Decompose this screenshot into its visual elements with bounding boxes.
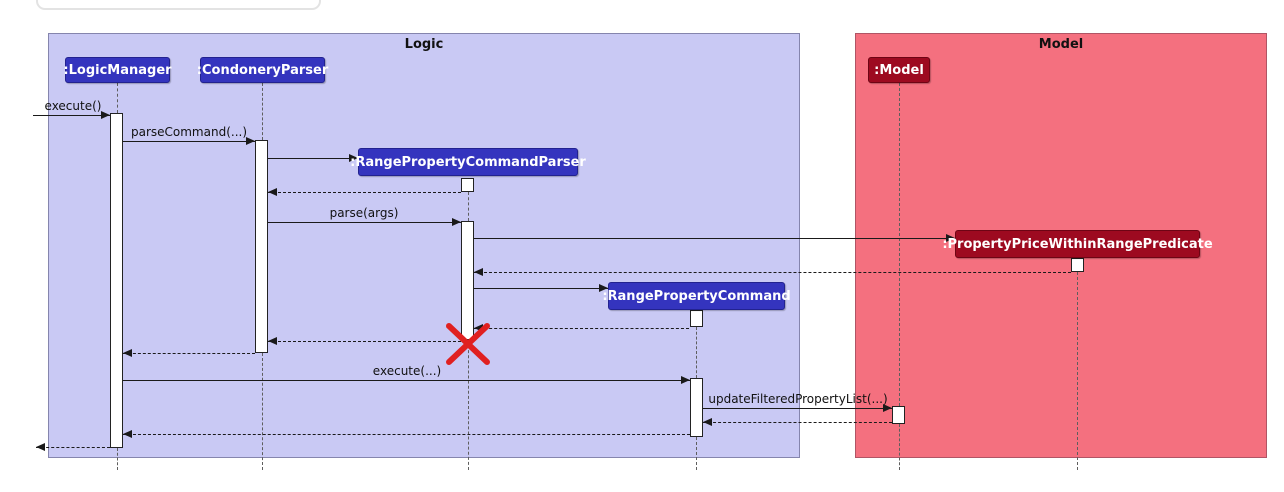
destroy-x-icon <box>446 323 490 365</box>
activation-model <box>892 406 905 424</box>
message-label-updatefilteredpropertylist: updateFilteredPropertyList(...) <box>708 392 888 406</box>
activation-rangepropertycommandparser-create <box>461 178 474 192</box>
message-line-execute-command <box>123 380 690 381</box>
message-label-parsecommand: parseCommand(...) <box>130 125 248 139</box>
model-frame-title: Model <box>1038 37 1084 52</box>
message-line-parse-args <box>268 222 461 223</box>
lifeline-logicmanager <box>117 448 118 470</box>
arrowhead-icon <box>349 154 358 162</box>
activation-rangepropertycommand-create <box>690 310 703 327</box>
participant-label: :RangePropertyCommandParser <box>350 154 586 170</box>
message-label-execute: execute() <box>44 99 102 113</box>
message-line-execute <box>33 115 110 116</box>
arrowhead-icon <box>123 430 132 438</box>
return-line <box>474 272 1071 273</box>
lifeline-model <box>899 83 900 406</box>
message-line-parsecommand <box>123 141 255 142</box>
lifeline-rangepropertycommandparser <box>468 192 469 221</box>
arrowhead-icon <box>452 218 461 226</box>
arrowhead-icon <box>703 418 712 426</box>
participant-label: :PropertyPriceWithinRangePredicate <box>942 236 1213 252</box>
lifeline-propertypricewithinrangepredicate <box>1077 272 1078 470</box>
arrowhead-icon <box>883 404 892 412</box>
arrowhead-icon <box>268 188 277 196</box>
activation-condoneryparser <box>255 140 268 353</box>
participant-model: :Model <box>868 57 930 83</box>
arrowhead-icon <box>599 284 608 292</box>
message-line-create-command <box>474 288 608 289</box>
participant-label: :CondoneryParser <box>196 62 329 78</box>
message-label-execute-command: execute(...) <box>372 364 442 378</box>
participant-label: :Model <box>874 62 924 78</box>
message-line-updatefilteredpropertylist <box>703 408 892 409</box>
lifeline-condoneryparser <box>262 353 263 470</box>
participant-logicmanager: :LogicManager <box>63 57 172 83</box>
activation-propertypricewithinrangepredicate <box>1071 258 1084 272</box>
arrowhead-icon <box>946 234 955 242</box>
lifeline-rangepropertycommandparser <box>468 340 469 470</box>
arrowhead-icon <box>268 337 277 345</box>
lifeline-logicmanager <box>117 83 118 113</box>
lifeline-rangepropertycommand <box>696 437 697 470</box>
return-line <box>123 434 690 435</box>
lifeline-rangepropertycommand <box>696 327 697 378</box>
message-line-create-parser <box>268 158 358 159</box>
return-line <box>474 328 689 329</box>
participant-propertypricewithinrangepredicate: :PropertyPriceWithinRangePredicate <box>942 230 1213 258</box>
return-line <box>268 192 461 193</box>
participant-condoneryparser: :CondoneryParser <box>196 57 329 83</box>
participant-rangepropertycommandparser: :RangePropertyCommandParser <box>350 148 586 176</box>
arrowhead-icon <box>101 111 110 119</box>
return-line <box>268 341 461 342</box>
return-line <box>703 422 892 423</box>
return-line <box>36 447 110 448</box>
arrowhead-icon <box>246 137 255 145</box>
arrowhead-icon <box>681 376 690 384</box>
participant-label: :RangePropertyCommand <box>602 288 791 304</box>
return-line <box>123 353 255 354</box>
activation-logicmanager <box>110 113 123 448</box>
top-tab-stub <box>36 0 321 10</box>
activation-rangepropertycommand-execute <box>690 378 703 437</box>
lifeline-condoneryparser <box>262 83 263 140</box>
arrowhead-icon <box>474 324 483 332</box>
arrowhead-icon <box>36 443 45 451</box>
logic-frame-title: Logic <box>404 37 444 52</box>
message-label-parse-args: parse(args) <box>329 206 399 220</box>
lifeline-model <box>899 424 900 470</box>
participant-rangepropertycommand: :RangePropertyCommand <box>602 282 791 310</box>
participant-label: :LogicManager <box>63 62 172 78</box>
logic-frame: Logic <box>48 33 800 458</box>
arrowhead-icon <box>123 349 132 357</box>
arrowhead-icon <box>474 268 483 276</box>
message-line-create-predicate <box>474 238 955 239</box>
